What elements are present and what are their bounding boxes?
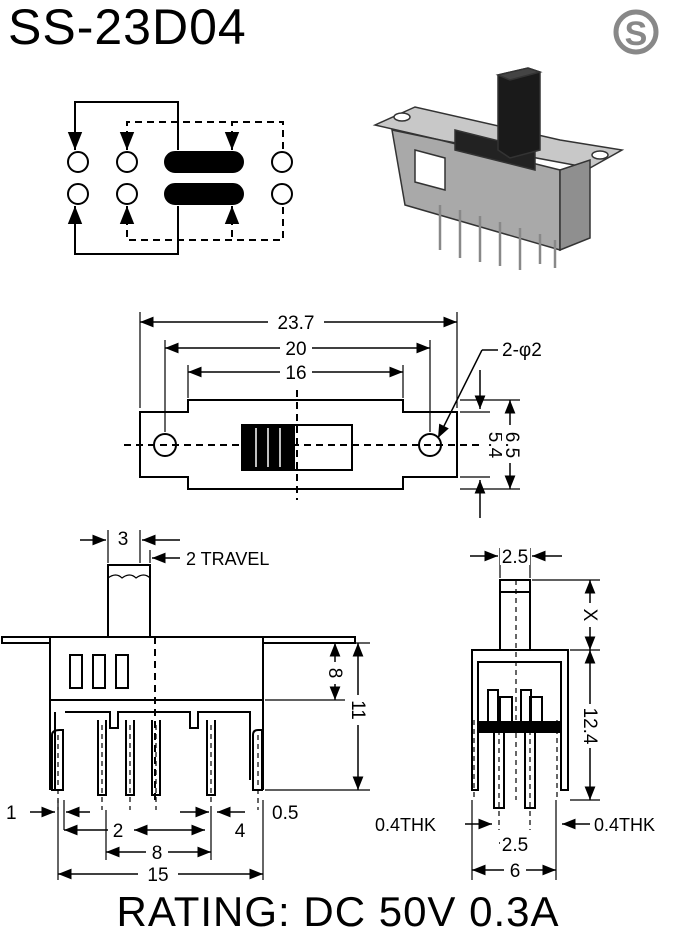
dim-16: 16 <box>285 363 306 384</box>
dim-23-7: 23.7 <box>278 313 315 334</box>
dim-2: 2 <box>113 821 124 842</box>
dim-8-vertical: 8 <box>324 668 345 679</box>
dim-12-4: 12.4 <box>579 708 600 745</box>
side-view-drawing <box>465 548 600 880</box>
dim-15: 15 <box>147 865 168 886</box>
isometric-view <box>372 67 625 270</box>
dim-5-4: 5.4 <box>484 432 505 459</box>
dim-6: 6 <box>510 861 521 882</box>
dim-11: 11 <box>347 700 368 720</box>
rating-text: RATING: DC 50V 0.3A <box>116 888 560 934</box>
dim-6-5: 6.5 <box>501 432 522 458</box>
dim-3: 3 <box>118 529 129 550</box>
side-view-labels: 2.5 X 12.4 0.4THK 0.4THK 2.5 6 <box>375 545 655 882</box>
circuit-schematic <box>67 101 293 255</box>
dim-0-5: 0.5 <box>272 803 298 824</box>
dim-8-horizontal: 8 <box>152 843 163 864</box>
dim-2-5-bottom: 2.5 <box>502 835 528 856</box>
dim-2-5-top: 2.5 <box>502 547 528 568</box>
front-view-drawing <box>1 530 370 880</box>
dim-x: X <box>579 609 600 622</box>
dim-1: 1 <box>6 803 17 824</box>
top-view-drawing <box>124 312 520 518</box>
front-view-labels: 3 2 TRAVEL 8 11 1 2 4 0.5 8 15 <box>6 529 370 886</box>
travel-label: 2 TRAVEL <box>186 549 269 569</box>
part-number-title: SS-23D04 <box>8 0 247 55</box>
brand-logo: S <box>613 9 659 55</box>
hole-label: 2-φ2 <box>502 340 542 361</box>
dim-20: 20 <box>285 339 306 360</box>
dim-4: 4 <box>235 821 246 842</box>
top-view-labels: 23.7 20 16 2-φ2 5.4 6.5 <box>268 311 542 463</box>
thk-left-label: 0.4THK <box>375 815 436 835</box>
logo-letter: S <box>625 15 648 53</box>
thk-right-label: 0.4THK <box>594 815 655 835</box>
